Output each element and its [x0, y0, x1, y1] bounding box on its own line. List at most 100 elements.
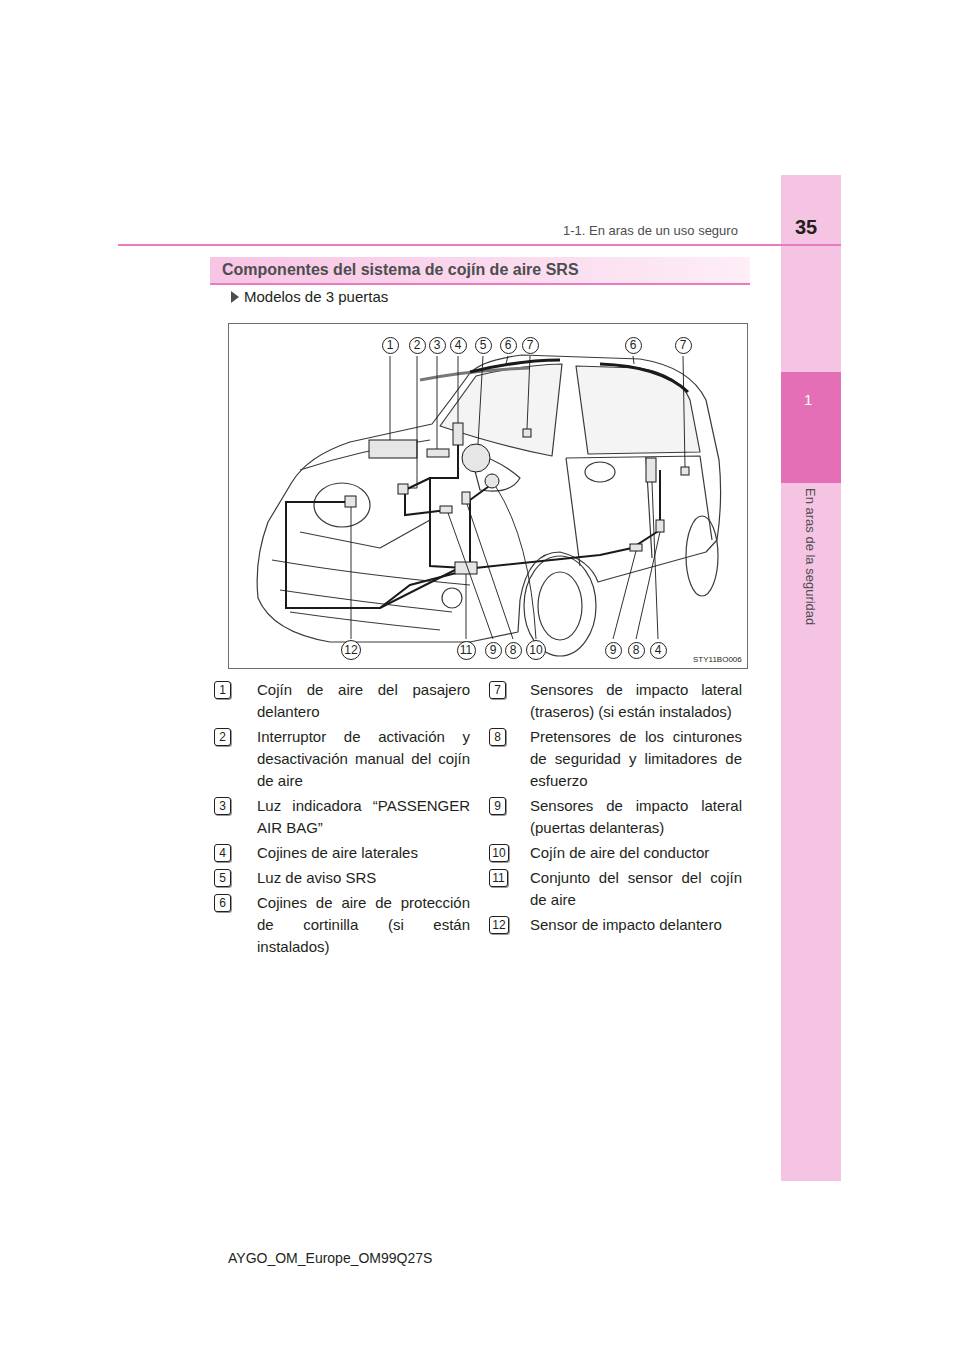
headlight — [314, 483, 370, 527]
callout-number: 3 — [434, 339, 441, 351]
leader-line — [467, 504, 513, 639]
model-subheading: Modelos de 3 puertas — [244, 288, 388, 305]
hood-crease — [300, 520, 430, 548]
list-number: 6 — [219, 897, 226, 909]
callout-number: 12 — [341, 640, 361, 660]
list-description: Sensores de impacto lateral (traseros) (… — [530, 679, 742, 723]
harness — [475, 470, 660, 568]
list-number: 8 — [494, 731, 501, 743]
list-description: Sensores de impacto lateral (puertas del… — [530, 795, 742, 839]
callout-number: 1 — [382, 337, 399, 354]
figure-code: STY11BO006 — [693, 655, 742, 664]
pretensioner — [656, 520, 664, 532]
belt-line — [566, 456, 712, 540]
callout-number: 11 — [457, 641, 476, 660]
callout-number: 8 — [633, 644, 640, 656]
rear-wheel — [686, 516, 718, 596]
list-number-box: 2 — [214, 728, 231, 746]
callout-number: 12 — [344, 644, 357, 656]
leader-line — [351, 507, 352, 639]
list-number-box: 8 — [489, 728, 506, 746]
pretensioner — [462, 492, 470, 504]
figure-frame — [229, 324, 748, 669]
list-number: 2 — [219, 731, 226, 743]
callout-number: 5 — [480, 339, 487, 351]
list-number-box: 9 — [489, 797, 506, 815]
side-tab — [781, 175, 841, 1181]
callout-number: 1 — [387, 339, 394, 351]
list-description: Luz de aviso SRS — [257, 867, 470, 889]
side-tab-band — [781, 175, 841, 1181]
chapter-title: En aras de la seguridad — [803, 488, 818, 625]
leader-line — [408, 356, 417, 488]
front-rim — [538, 572, 582, 640]
callout-number: 4 — [450, 337, 467, 354]
leader-line — [390, 356, 391, 440]
callout-number: 7 — [675, 337, 692, 354]
callout-number: 6 — [625, 337, 642, 354]
header-rule — [118, 244, 841, 246]
leader-line — [437, 356, 438, 449]
door-line — [566, 458, 580, 566]
callout-number: 10 — [529, 644, 542, 656]
callout-number: 9 — [485, 642, 502, 659]
list-number: 10 — [492, 847, 505, 859]
leader-line — [448, 513, 493, 639]
leader-line — [613, 551, 636, 639]
side-airbag — [453, 423, 463, 445]
list-description: Cojines de aire laterales — [257, 842, 470, 864]
list-description: Cojines de aire de protección de cortini… — [257, 892, 470, 958]
list-number: 1 — [219, 684, 226, 696]
callout-number: 6 — [630, 339, 637, 351]
page-number: 35 — [795, 216, 817, 239]
list-number-box: 7 — [489, 681, 506, 699]
document-code: AYGO_OM_Europe_OM99Q27S — [228, 1250, 432, 1266]
srs-components — [345, 423, 689, 574]
leader-line — [458, 356, 459, 423]
callout-number: 6 — [500, 337, 517, 354]
list-number: 12 — [492, 919, 505, 931]
leader-line — [466, 574, 467, 639]
callout-number: 2 — [409, 337, 426, 354]
side-window — [576, 366, 700, 454]
front-sensor — [345, 496, 356, 507]
curtain-airbag — [470, 360, 560, 372]
car-body — [257, 355, 720, 642]
list-description: Conjunto del sensor del cojín de aire — [530, 867, 742, 911]
mirror — [585, 462, 615, 482]
leader-line — [496, 487, 536, 639]
callout-number: 4 — [650, 642, 667, 659]
callout-number: 9 — [610, 644, 617, 656]
running-header: 1-1. En aras de un uso seguro — [563, 223, 738, 238]
callout-number: 8 — [628, 642, 645, 659]
chapter-number: 1 — [804, 391, 812, 408]
leader-line — [527, 356, 530, 429]
list-number: 5 — [219, 872, 226, 884]
list-number: 4 — [219, 847, 226, 859]
leader-line — [633, 356, 634, 364]
callout-number: 9 — [605, 642, 622, 659]
list-number: 3 — [219, 800, 226, 812]
indicator-light — [427, 449, 449, 457]
callout-number: 7 — [522, 337, 539, 354]
leader-line — [683, 356, 685, 467]
list-number-box: 3 — [214, 797, 231, 815]
bumper-line — [272, 560, 470, 585]
callout-number: 9 — [490, 644, 497, 656]
side-airbag — [646, 458, 656, 482]
bullet-triangle — [231, 291, 239, 303]
callout-number: 8 — [510, 644, 517, 656]
leader-line — [478, 356, 483, 444]
callout-number: 8 — [505, 642, 522, 659]
rear-side-sensor — [523, 429, 531, 437]
list-number-box: 6 — [214, 894, 231, 912]
list-description: Cojín de aire del pasajero delantero — [257, 679, 470, 723]
list-number-box: 1 — [214, 681, 231, 699]
leader-lines — [351, 356, 685, 639]
list-number: 9 — [494, 800, 501, 812]
callout-number: 3 — [429, 337, 446, 354]
door-sensor — [630, 544, 642, 551]
car-illustration — [257, 355, 720, 656]
